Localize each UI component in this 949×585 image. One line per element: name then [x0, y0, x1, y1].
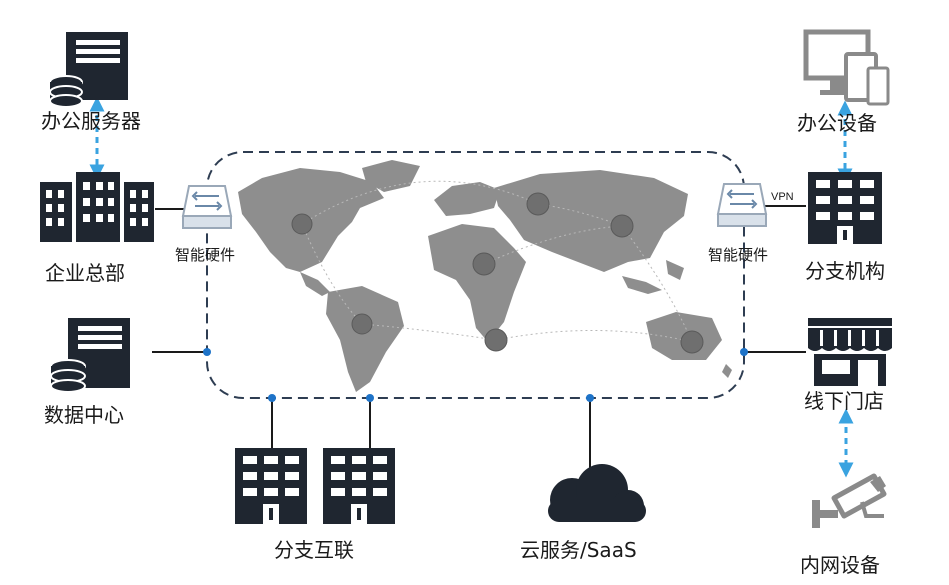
label-smart-hardware-left: 智能硬件 [175, 246, 235, 264]
label-datacenter: 数据中心 [44, 403, 124, 427]
server-icon [49, 32, 128, 108]
server-icon [50, 318, 130, 393]
hub-africa-south [484, 328, 508, 352]
label-vpn: VPN [771, 191, 794, 203]
label-retail-store: 线下门店 [804, 389, 884, 413]
label-branch-interconnect: 分支互联 [274, 538, 354, 562]
label-hq: 企业总部 [45, 261, 125, 285]
camera-icon [812, 473, 887, 528]
hub-east-asia [610, 214, 634, 238]
building-icon [40, 172, 154, 242]
hub-north-america [291, 213, 313, 235]
hub-africa-north [472, 252, 496, 276]
hub-europe [526, 192, 550, 216]
connectors [152, 205, 806, 470]
map-hubs [291, 192, 704, 354]
label-smart-hardware-right: 智能硬件 [708, 246, 768, 264]
hub-australia [680, 330, 704, 354]
label-branch-office: 分支机构 [805, 259, 885, 283]
building-icon [323, 448, 395, 524]
cloud-icon [548, 464, 646, 522]
building-icon [808, 172, 882, 244]
store-icon [808, 318, 892, 386]
label-office-devices: 办公设备 [797, 111, 877, 135]
router-icon [716, 183, 768, 227]
dashed-arrows [89, 96, 854, 478]
label-intranet-devices: 内网设备 [800, 553, 880, 577]
building-icon [235, 448, 307, 524]
label-office-server: 办公服务器 [41, 109, 141, 133]
hub-south-america [351, 313, 373, 335]
network-boundary [206, 151, 745, 399]
monitor-icon [803, 29, 890, 106]
label-cloud: 云服务/SaaS [520, 538, 637, 562]
world-map [238, 160, 732, 392]
router-icon [181, 185, 233, 229]
